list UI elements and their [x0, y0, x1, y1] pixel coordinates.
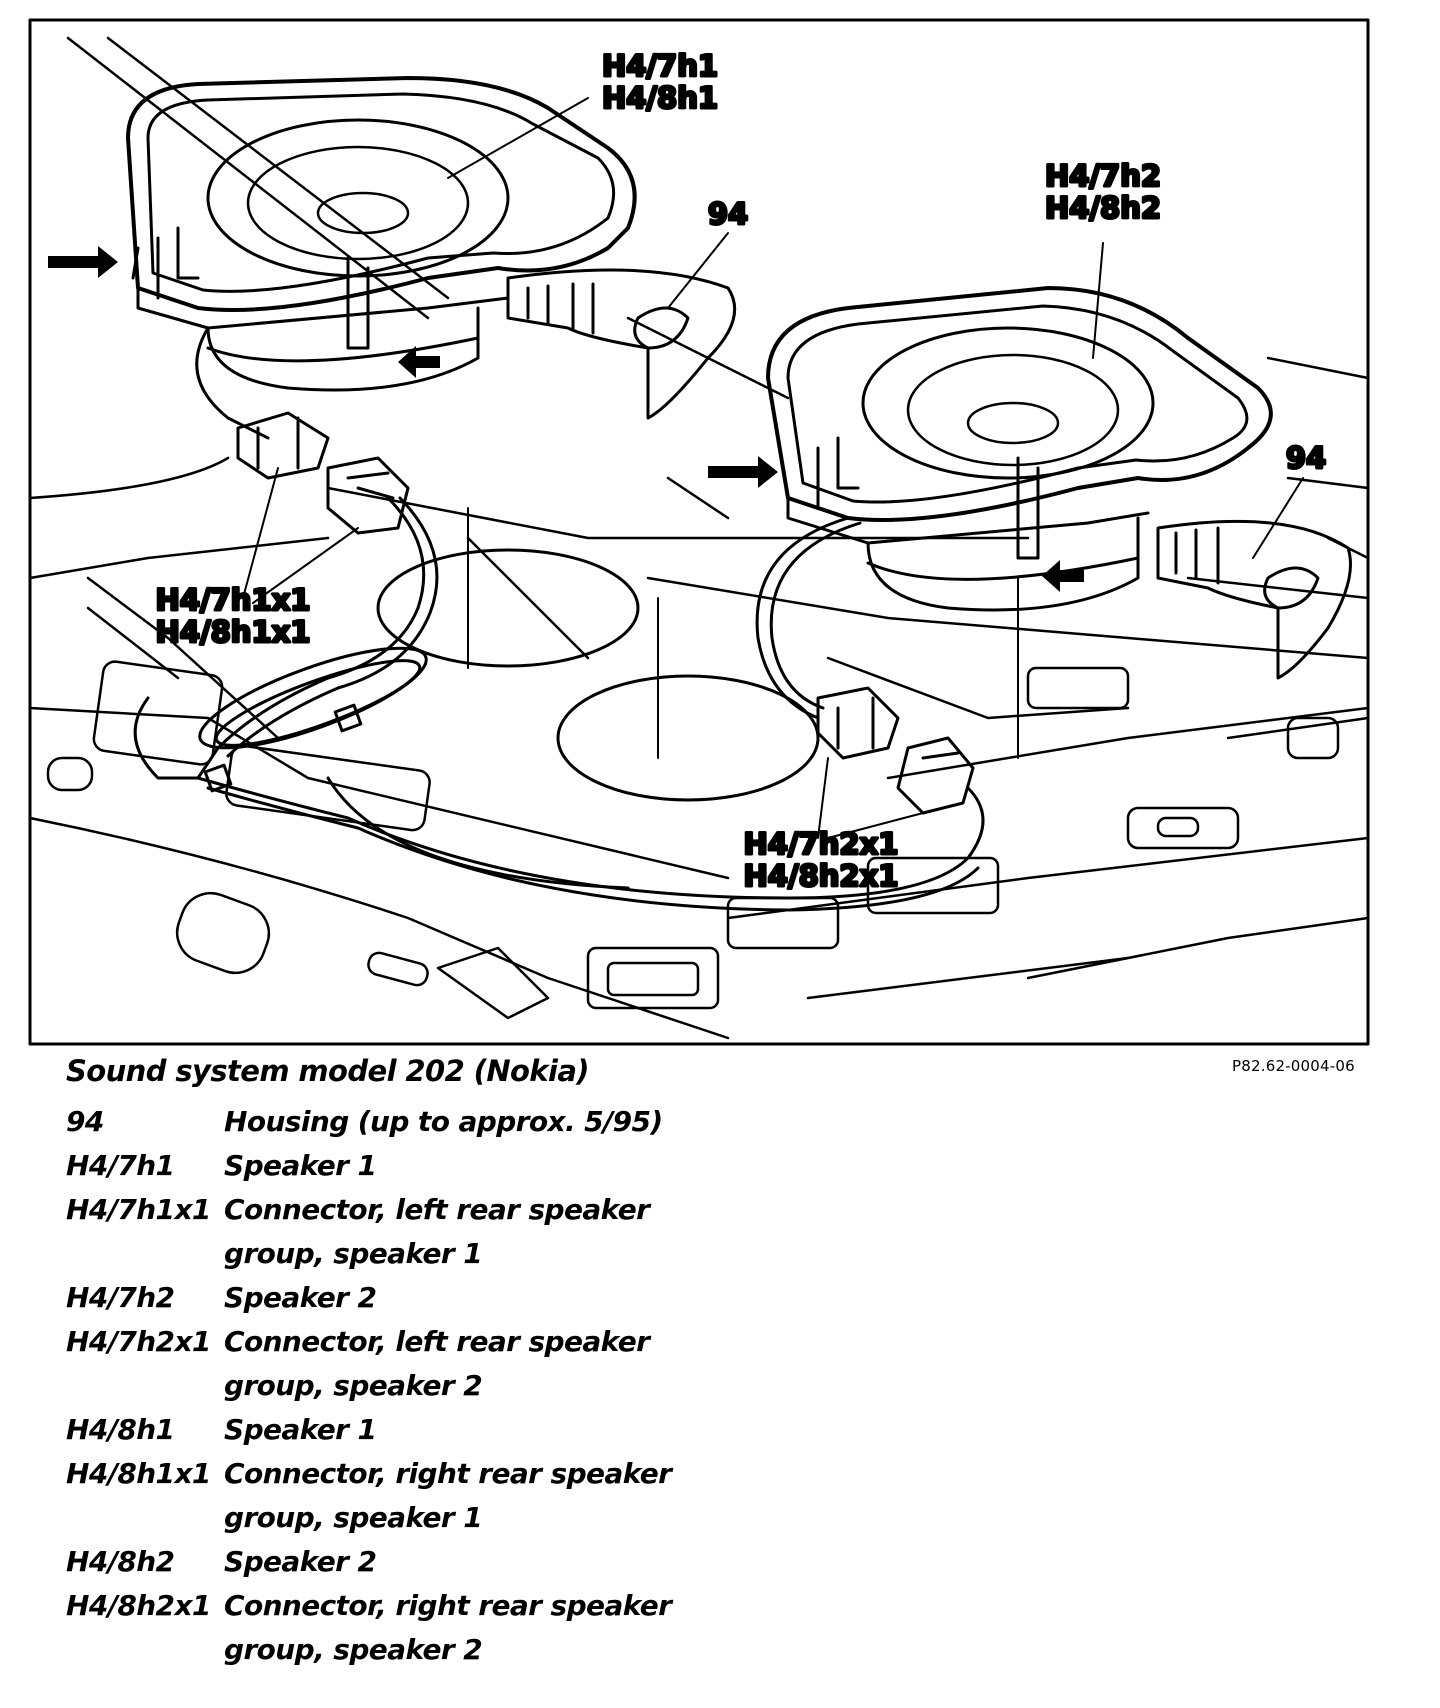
legend-description: group, speaker 2 — [224, 1633, 483, 1666]
figure-frame — [28, 18, 1370, 1046]
legend-code: H4/7h2x1 — [66, 1325, 211, 1358]
right-speaker — [766, 286, 1273, 612]
callout-speaker2-a: H4/7h2 — [1045, 159, 1161, 193]
callout-housing-left: 94 — [708, 197, 748, 231]
right-housing-94 — [1156, 519, 1352, 680]
leader-lines — [242, 97, 1304, 839]
callout-speaker1-a: H4/7h1 — [602, 49, 718, 83]
legend-item-continuation: group, speaker 2 — [66, 1628, 686, 1672]
legend-description: Speaker 2 — [224, 1545, 377, 1578]
wiring-harness — [133, 326, 985, 912]
legend-code: H4/8h2x1 — [66, 1589, 211, 1622]
legend-code: H4/7h2 — [66, 1281, 175, 1314]
legend-code: H4/7h1 — [66, 1149, 175, 1182]
legend-description: Speaker 2 — [224, 1281, 377, 1314]
callout-connector1-b: H4/8h1x1 — [156, 615, 311, 649]
legend-description: Connector, right rear speaker — [224, 1589, 672, 1622]
legend-item: H4/8h2x1 Connector, right rear speaker — [66, 1584, 686, 1628]
legend-item: H4/8h1 Speaker 1 — [66, 1408, 686, 1452]
callout-connector1-a: H4/7h1x1 — [156, 583, 311, 617]
left-housing-94 — [506, 268, 737, 420]
legend-item: H4/8h2 Speaker 2 — [66, 1540, 686, 1584]
speaker-diagram-figure: H4/7h1 H4/8h1 H4/7h2 H4/8h2 94 94 H4/7h1… — [28, 18, 1370, 1046]
center-speaker-opening — [556, 674, 820, 802]
legend-description: group, speaker 1 — [224, 1501, 483, 1534]
callout-speaker2-b: H4/8h2 — [1045, 191, 1161, 225]
legend-item-continuation: group, speaker 2 — [66, 1364, 686, 1408]
legend-description: group, speaker 2 — [224, 1369, 483, 1402]
legend-description: Connector, right rear speaker — [224, 1457, 672, 1490]
connector-group-2 — [816, 686, 975, 815]
legend-description: Connector, left rear speaker — [224, 1193, 650, 1226]
legend-description: Speaker 1 — [224, 1413, 377, 1446]
legend-code: H4/7h1x1 — [66, 1193, 211, 1226]
legend-item: H4/7h2 Speaker 2 — [66, 1276, 686, 1320]
left-speaker-opening — [376, 548, 640, 668]
legend-code: H4/8h2 — [66, 1545, 175, 1578]
callout-speaker1-b: H4/8h1 — [602, 81, 718, 115]
callout-connector2-a: H4/7h2x1 — [744, 827, 899, 861]
panel-openings — [46, 660, 1340, 1020]
legend-description: Connector, left rear speaker — [224, 1325, 650, 1358]
legend-item: H4/7h2x1 Connector, left rear speaker — [66, 1320, 686, 1364]
left-speaker — [126, 76, 637, 392]
figure-caption: Sound system model 202 (Nokia) — [66, 1054, 590, 1088]
callout-connector2-b: H4/8h2x1 — [744, 859, 899, 893]
legend-code: H4/8h1x1 — [66, 1457, 211, 1490]
legend-item: H4/7h1x1 Connector, left rear speaker — [66, 1188, 686, 1232]
legend-description: Speaker 1 — [224, 1149, 377, 1182]
mounting-arrows — [48, 246, 1084, 592]
callout-housing-right: 94 — [1286, 441, 1326, 475]
figure-reference-code: P82.62-0004-06 — [1232, 1057, 1355, 1075]
legend-description: group, speaker 1 — [224, 1237, 483, 1270]
legend-item: 94 Housing (up to approx. 5/95) — [66, 1100, 686, 1144]
rear-shelf-panel — [28, 36, 1370, 1040]
connector-group-1 — [236, 411, 410, 535]
legend-list: 94 Housing (up to approx. 5/95) H4/7h1 S… — [66, 1100, 686, 1672]
legend-code: 94 — [66, 1105, 104, 1138]
legend-description: Housing (up to approx. 5/95) — [224, 1105, 663, 1138]
legend-code: H4/8h1 — [66, 1413, 175, 1446]
legend-item: H4/8h1x1 Connector, right rear speaker — [66, 1452, 686, 1496]
legend-item-continuation: group, speaker 1 — [66, 1232, 686, 1276]
legend-item: H4/7h1 Speaker 1 — [66, 1144, 686, 1188]
legend-item-continuation: group, speaker 1 — [66, 1496, 686, 1540]
